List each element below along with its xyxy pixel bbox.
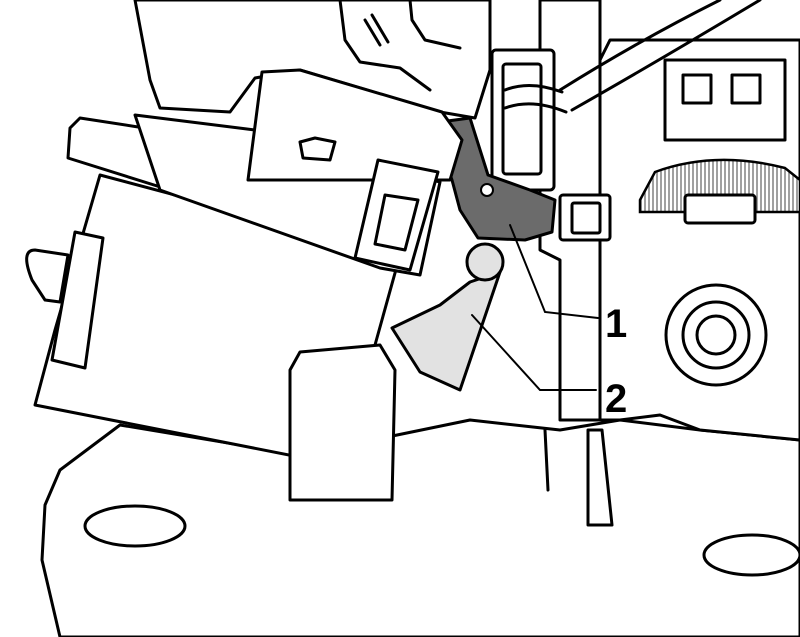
right-housing bbox=[598, 38, 800, 442]
locating-pins bbox=[543, 428, 614, 527]
mounting-hole-right bbox=[702, 533, 800, 577]
callout-2-leader bbox=[471, 314, 597, 391]
connector-plug bbox=[490, 48, 612, 242]
callout-label-1: 1 bbox=[605, 302, 627, 346]
cable bbox=[558, 0, 762, 112]
callout-label-2: 2 bbox=[605, 377, 627, 421]
switch-housing bbox=[25, 68, 464, 472]
part-2-bracket bbox=[390, 242, 505, 392]
mounting-hole-left bbox=[83, 504, 187, 548]
hatched-gear-segment bbox=[638, 158, 800, 214]
release-tab bbox=[298, 136, 337, 162]
front-cover bbox=[288, 343, 397, 502]
callout-1-leader bbox=[509, 224, 599, 319]
socket-pin-left bbox=[681, 73, 713, 105]
housing-side-lip bbox=[50, 230, 105, 370]
bearing-inner bbox=[695, 314, 737, 356]
socket-pin-right bbox=[730, 73, 762, 105]
base-plate bbox=[40, 418, 800, 637]
